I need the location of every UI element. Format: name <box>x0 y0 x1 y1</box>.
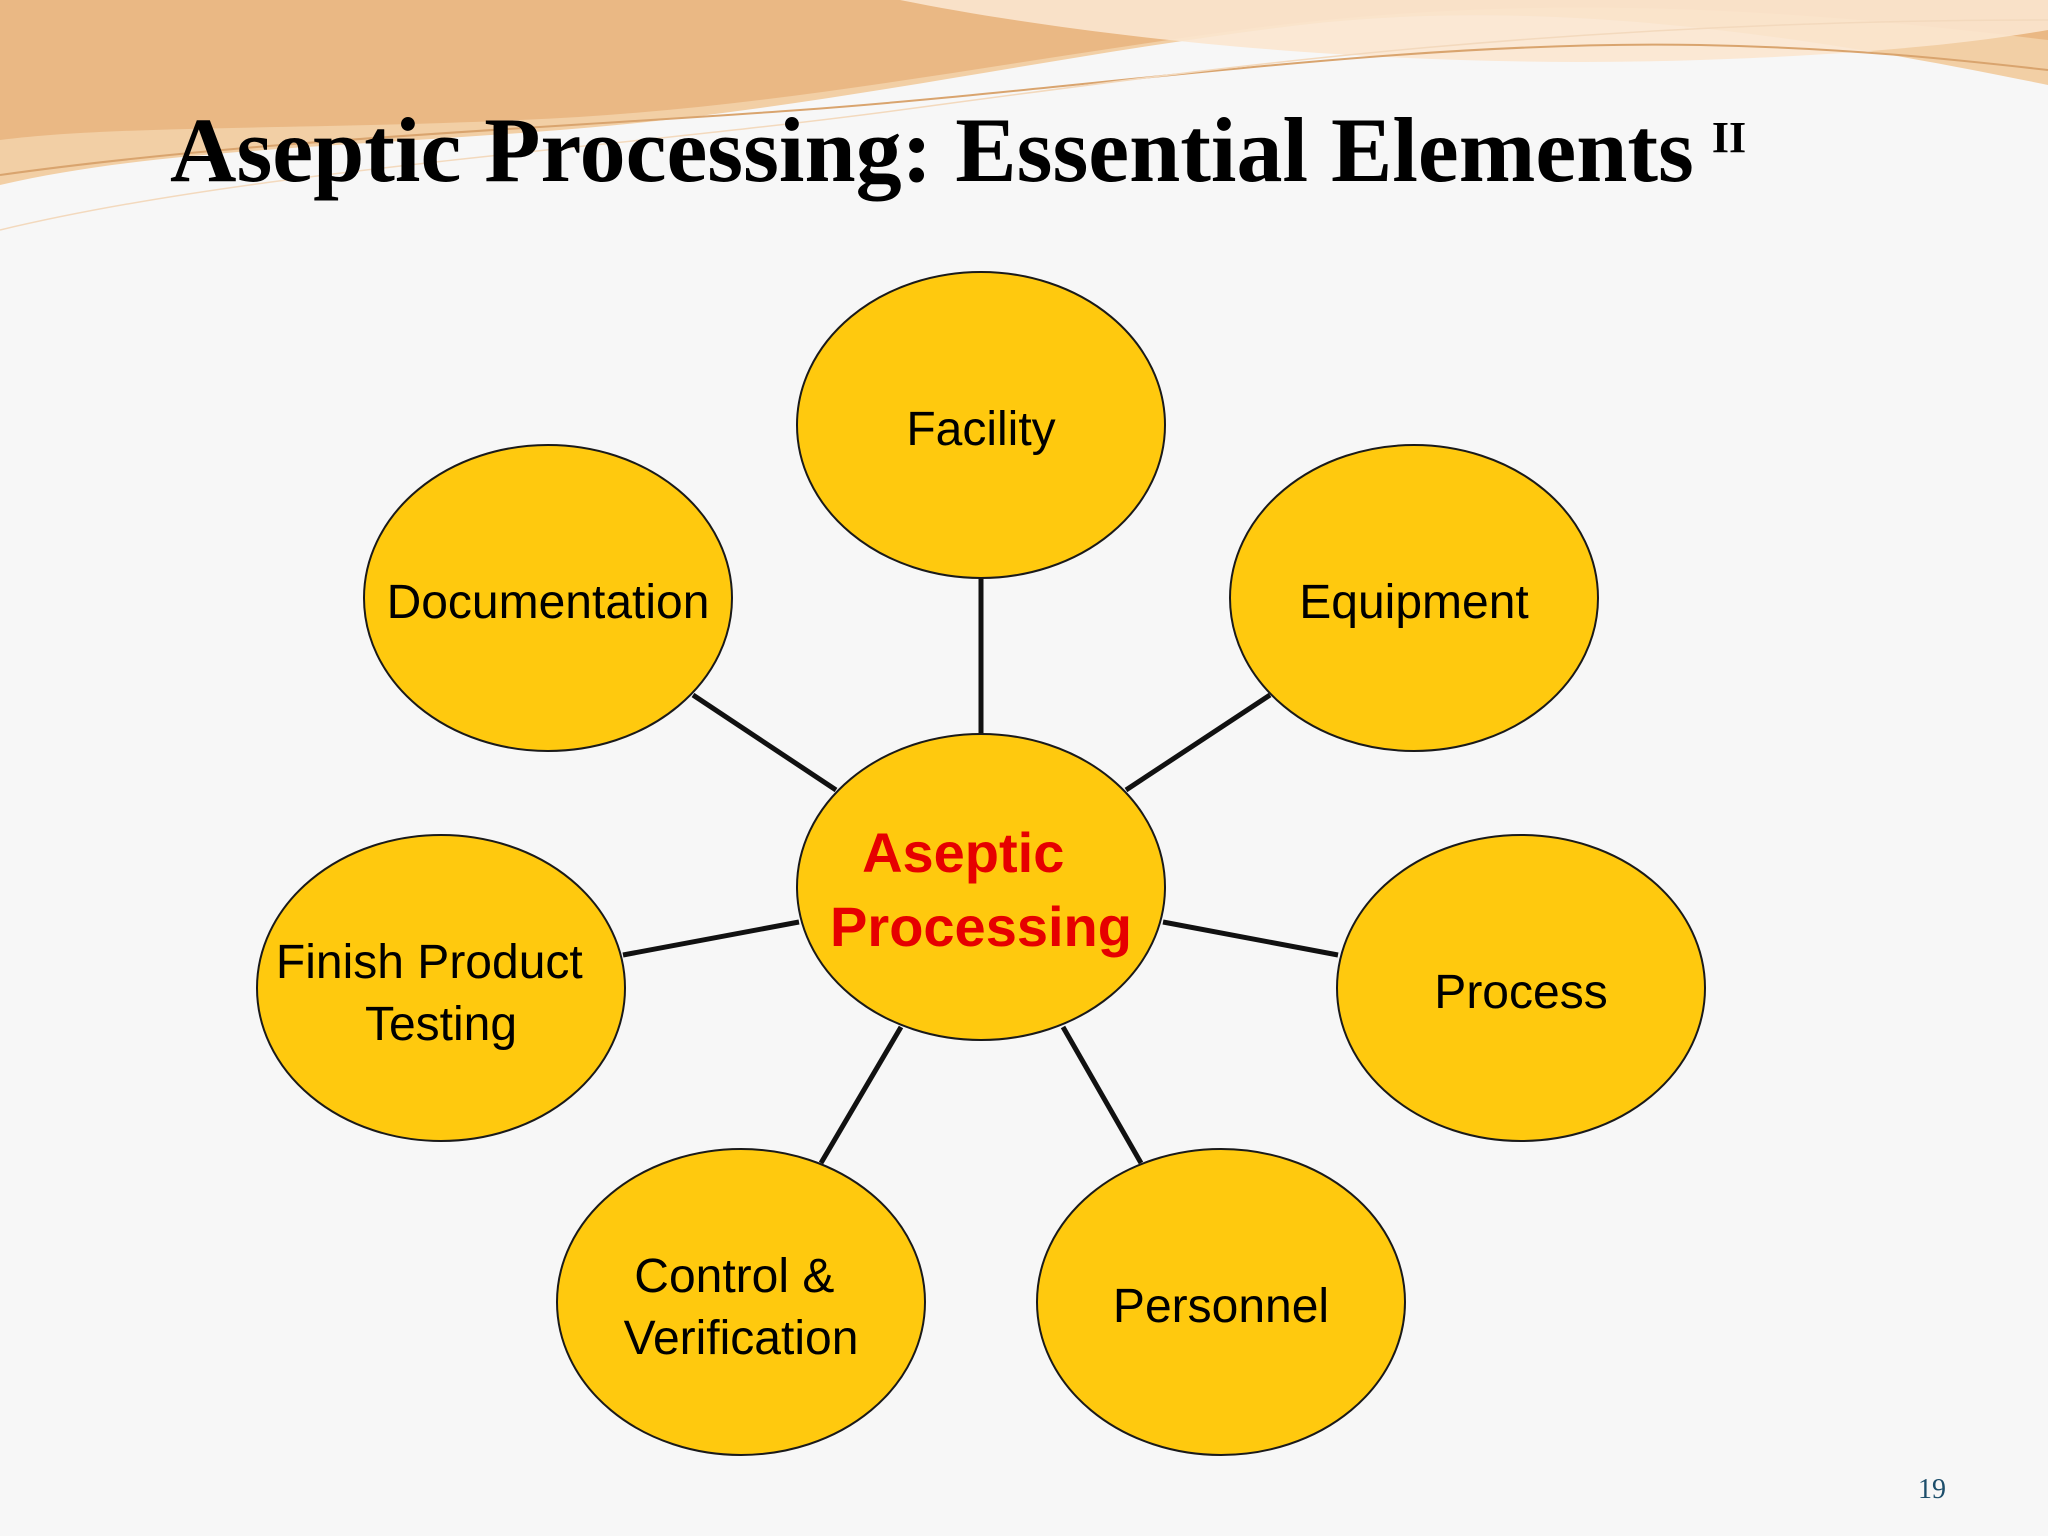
node-finish-product-testing: Finish Product Testing <box>257 835 625 1141</box>
connector-equipment <box>1126 695 1270 790</box>
node-equipment-label: Equipment <box>1299 576 1528 629</box>
node-process: Process <box>1337 835 1705 1141</box>
connector-finish-product-testing <box>623 922 799 955</box>
connector-documentation <box>693 695 836 790</box>
node-finish-product-testing-line-2: Testing <box>365 998 517 1051</box>
node-personnel: Personnel <box>1037 1149 1405 1455</box>
node-finish-product-testing-line-1: Finish Product <box>276 936 583 989</box>
node-personnel-label: Personnel <box>1113 1280 1329 1333</box>
node-equipment: Equipment <box>1230 445 1598 751</box>
node-control-verification-line-1: Control & <box>634 1250 834 1303</box>
hub-label-line-2: Processing <box>830 895 1132 958</box>
connector-process <box>1163 922 1338 955</box>
hub-label-line-1: Aseptic <box>862 821 1064 884</box>
hub-shape <box>797 734 1165 1040</box>
node-documentation: Documentation <box>364 445 732 751</box>
node-control-verification: Control & Verification <box>557 1149 925 1455</box>
node-control-verification-line-2: Verification <box>624 1312 859 1365</box>
hub-aseptic-processing: Aseptic Processing <box>797 734 1165 1040</box>
page-number: 19 <box>1918 1474 1946 1506</box>
node-facility-label: Facility <box>906 403 1055 456</box>
node-process-label: Process <box>1434 966 1607 1019</box>
node-documentation-label: Documentation <box>387 576 710 629</box>
connector-personnel <box>1063 1027 1141 1163</box>
node-facility: Facility <box>797 272 1165 578</box>
connector-control-verification <box>821 1027 901 1163</box>
